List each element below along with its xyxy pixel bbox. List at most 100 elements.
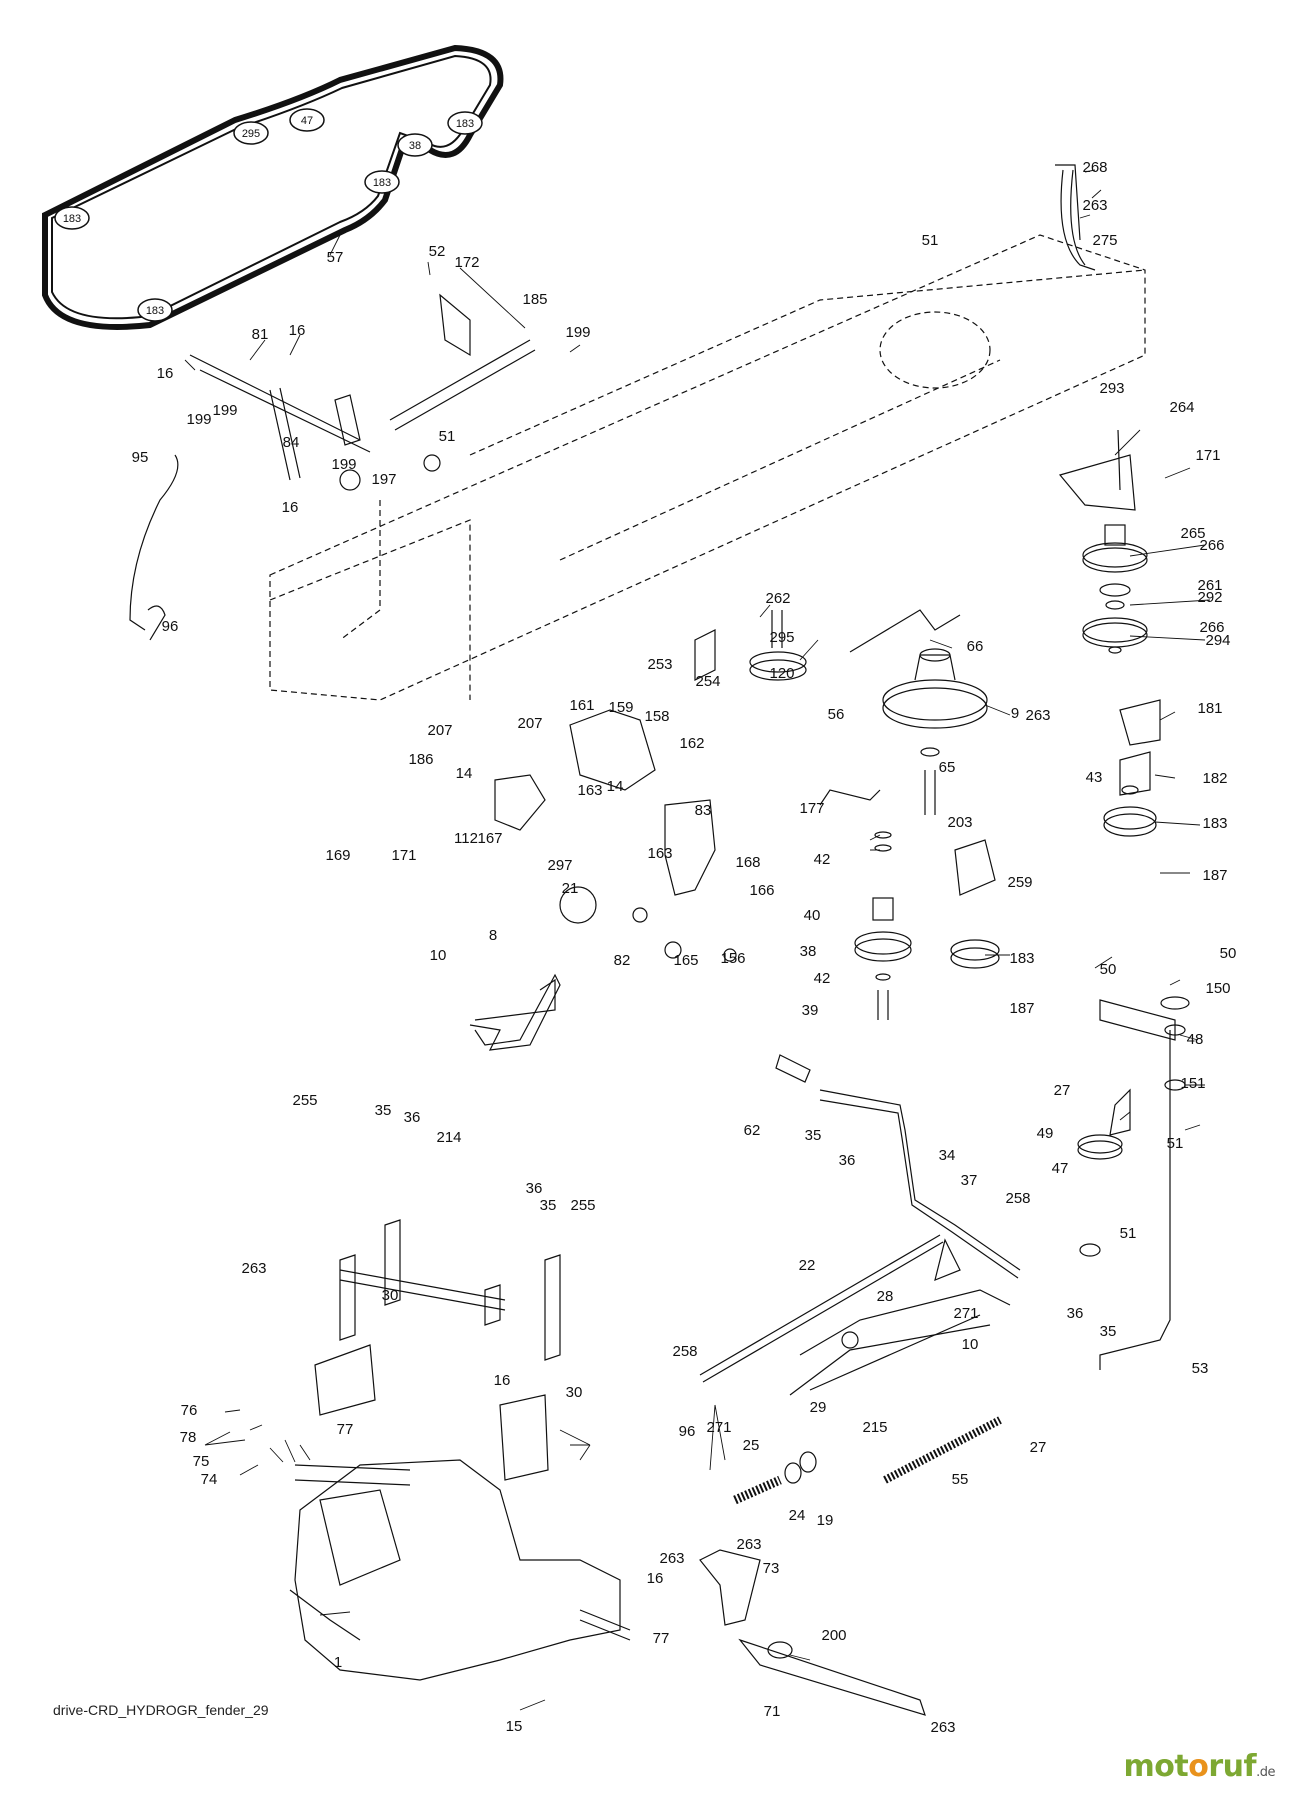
part-callout-29: 29 [810, 1399, 827, 1416]
part-callout-71: 71 [764, 1703, 781, 1720]
belt-pulley-label: 295 [242, 128, 260, 140]
part-callout-263: 263 [1082, 197, 1107, 214]
part-callout-215: 215 [862, 1419, 887, 1436]
part-callout-36: 36 [404, 1109, 421, 1126]
part-callout-197: 197 [371, 471, 396, 488]
diagram-caption: drive-CRD_HYDROGR_fender_29 [53, 1702, 269, 1718]
part-callout-268: 268 [1082, 159, 1107, 176]
part-callout-275: 275 [1092, 232, 1117, 249]
part-callout-199: 199 [186, 411, 211, 428]
part-callout-200: 200 [821, 1627, 846, 1644]
part-callout-263: 263 [736, 1536, 761, 1553]
frame [269, 234, 1146, 701]
part-callout-264: 264 [1169, 399, 1194, 416]
belt-pulley-label: 47 [301, 115, 313, 127]
part-callout-51: 51 [922, 232, 939, 249]
part-callout-36: 36 [839, 1152, 856, 1169]
part-callout-258: 258 [672, 1343, 697, 1360]
part-callout-150: 150 [1205, 980, 1230, 997]
part-callout-292: 292 [1197, 589, 1222, 606]
part-callout-27: 27 [1030, 1439, 1047, 1456]
belt-pulley-4 [397, 133, 433, 157]
part-callout-187: 187 [1009, 1000, 1034, 1017]
part-callout-261: 261 [1197, 577, 1222, 594]
part-callout-16: 16 [157, 365, 174, 382]
part-callout-168: 168 [735, 854, 760, 871]
part-callout-162: 162 [679, 735, 704, 752]
part-callout-181: 181 [1197, 700, 1222, 717]
part-callout-35: 35 [1100, 1323, 1117, 1340]
part-callout-83: 83 [695, 802, 712, 819]
part-callout-161: 161 [569, 697, 594, 714]
part-callout-294: 294 [1205, 632, 1230, 649]
part-callout-51: 51 [1120, 1225, 1137, 1242]
part-callout-8: 8 [489, 927, 497, 944]
part-callout-159: 159 [608, 699, 633, 716]
part-callout-43: 43 [1086, 769, 1103, 786]
part-callout-96: 96 [679, 1423, 696, 1440]
part-callout-55: 55 [952, 1471, 969, 1488]
part-callout-255: 255 [292, 1092, 317, 1109]
part-callout-182: 182 [1202, 770, 1227, 787]
part-callout-156: 156 [720, 950, 745, 967]
part-callout-36: 36 [526, 1180, 543, 1197]
part-callout-35: 35 [375, 1102, 392, 1119]
part-callout-37: 37 [961, 1172, 978, 1189]
part-callout-47: 47 [1052, 1160, 1069, 1177]
part-callout-14: 14 [456, 765, 473, 782]
part-callout-259: 259 [1007, 874, 1032, 891]
part-callout-38: 38 [800, 943, 817, 960]
belt-pulley-label: 183 [373, 177, 391, 189]
part-callout-265: 265 [1180, 525, 1205, 542]
belt-pulley-2 [289, 108, 325, 132]
part-callout-158: 158 [644, 708, 669, 725]
part-callout-77: 77 [337, 1421, 354, 1438]
part-callout-263: 263 [241, 1260, 266, 1277]
drive-belt [42, 44, 504, 330]
part-callout-75: 75 [193, 1453, 210, 1470]
part-callout-62: 62 [744, 1122, 761, 1139]
part-callout-295: 295 [769, 629, 794, 646]
part-callout-199: 199 [212, 402, 237, 419]
part-callout-14: 14 [607, 778, 624, 795]
part-callout-263: 263 [1025, 707, 1050, 724]
part-callout-52: 52 [429, 243, 446, 260]
part-callout-66: 66 [967, 638, 984, 655]
part-callout-163: 163 [577, 782, 602, 799]
part-callout-199: 199 [331, 456, 356, 473]
part-callout-21: 21 [562, 880, 579, 897]
part-callout-163: 163 [647, 845, 672, 862]
part-callout-50: 50 [1100, 961, 1117, 978]
part-callout-255: 255 [570, 1197, 595, 1214]
part-callout-271: 271 [706, 1419, 731, 1436]
part-callout-22: 22 [799, 1257, 816, 1274]
part-callout-51: 51 [1167, 1135, 1184, 1152]
part-callout-76: 76 [181, 1402, 198, 1419]
part-callout-65: 65 [939, 759, 956, 776]
part-callout-171: 171 [391, 847, 416, 864]
part-callout-36: 36 [1067, 1305, 1084, 1322]
part-callout-120: 120 [769, 665, 794, 682]
brand-logo: motoruf.de [1123, 1749, 1276, 1784]
part-callout-1: 1 [334, 1654, 342, 1671]
part-callout-167: 167 [477, 830, 502, 847]
part-callout-74: 74 [201, 1471, 218, 1488]
belt-pulley-5 [364, 170, 400, 194]
part-callout-165: 165 [673, 952, 698, 969]
part-callout-10: 10 [430, 947, 447, 964]
part-callout-82: 82 [614, 952, 631, 969]
part-callout-166: 166 [749, 882, 774, 899]
part-callout-183: 183 [1009, 950, 1034, 967]
part-callout-42: 42 [814, 851, 831, 868]
part-callout-263: 263 [930, 1719, 955, 1736]
part-callout-187: 187 [1202, 867, 1227, 884]
part-callout-51: 51 [439, 428, 456, 445]
part-callout-262: 262 [765, 590, 790, 607]
belt-pulley-1 [233, 121, 269, 145]
part-callout-169: 169 [325, 847, 350, 864]
part-callout-293: 293 [1099, 380, 1124, 397]
belt-pulley-label: 183 [146, 305, 164, 317]
part-callout-258: 258 [1005, 1190, 1030, 1207]
part-callout-266: 266 [1199, 619, 1224, 636]
belt-pulley-6 [137, 298, 173, 322]
